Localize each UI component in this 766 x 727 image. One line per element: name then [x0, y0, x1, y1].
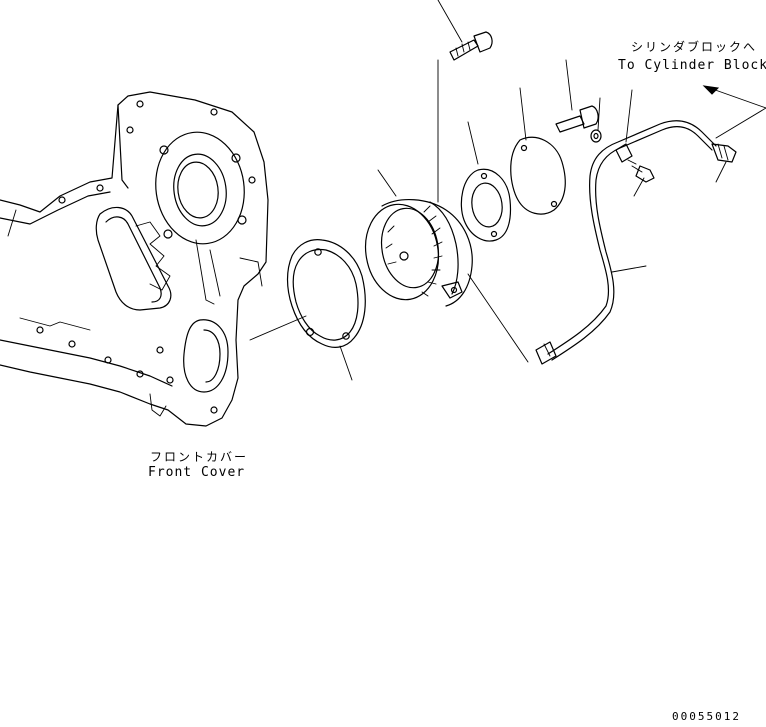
front-cover-label-en: Front Cover — [148, 465, 246, 480]
bolt-and-washer — [555, 105, 602, 143]
front-cover-label-jp: フロントカバー — [150, 450, 249, 464]
small-gasket — [460, 168, 512, 242]
to-cylinder-block-label-jp: シリンダブロックへ — [631, 40, 758, 54]
clamp-bolt — [627, 159, 655, 183]
oil-tube — [535, 120, 737, 365]
cover-plate — [510, 136, 566, 215]
pump-assembly — [364, 199, 473, 307]
to-cylinder-block-label-en: To Cylinder Block — [618, 58, 766, 73]
flange-bolt-top — [449, 31, 493, 61]
drawing-code: 00055012 — [672, 710, 741, 723]
leader-lines — [249, 0, 766, 381]
front-cover-housing — [0, 91, 269, 427]
large-gasket — [286, 239, 366, 348]
arrow-icon — [702, 85, 720, 95]
